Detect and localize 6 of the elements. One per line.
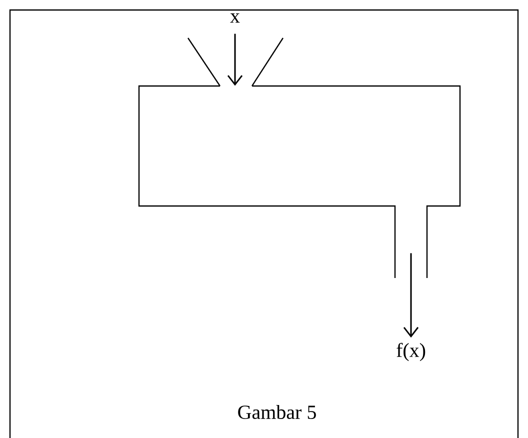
- node-label: f(x): [396, 342, 426, 362]
- machine-drawing: [138, 37, 461, 279]
- node-label: x: [230, 13, 240, 23]
- arrow: [227, 34, 243, 86]
- arrow: [403, 253, 419, 338]
- caption: Gambar 5: [238, 404, 316, 420]
